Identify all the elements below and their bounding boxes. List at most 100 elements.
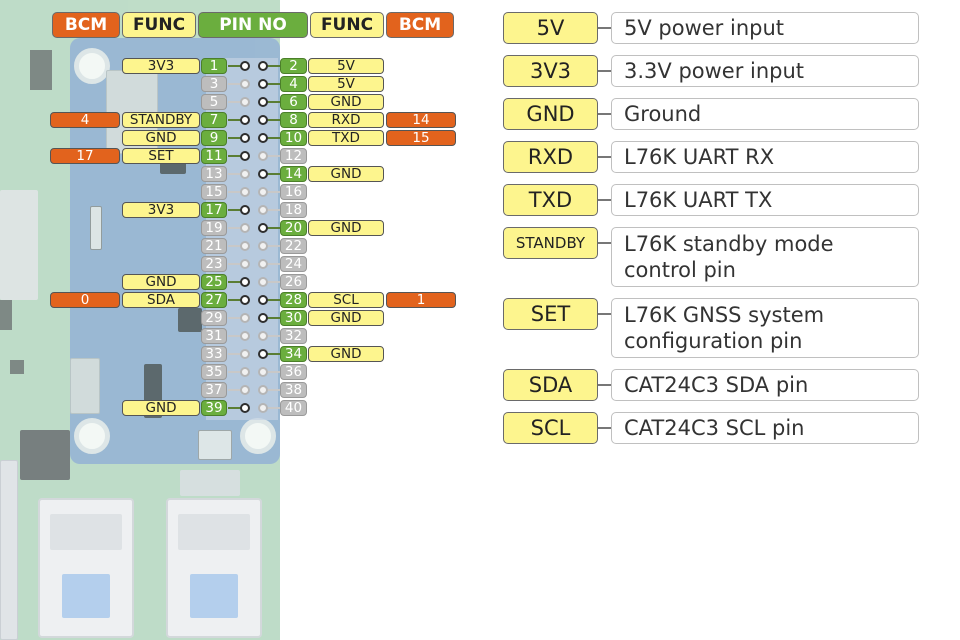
pin-lead-line [266,245,280,247]
bcm-label-left: 4 [50,112,120,128]
pin-lead-line [266,65,280,67]
pin-number-right: 14 [280,166,307,182]
func-label-left: 3V3 [122,202,200,218]
legend-connector [598,27,611,29]
header-pin-pad [240,169,250,179]
pin-number-right: 38 [280,382,307,398]
header-pin-pad [240,241,250,251]
header-func-left: FUNC [122,12,196,38]
pin-number-left: 11 [201,148,227,164]
header-pin-pad [258,133,268,143]
legend-key: SDA [503,369,598,401]
pin-number-left: 31 [201,328,227,344]
legend-description: L76K UART TX [611,184,919,216]
func-label-right: RXD [308,112,384,128]
header-func-right: FUNC [310,12,384,38]
pin-lead-line [228,173,242,175]
pin-number-left: 15 [201,184,227,200]
legend-description: Ground [611,98,919,130]
legend-description: CAT24C3 SCL pin [611,412,919,444]
header-pin-pad [240,385,250,395]
pin-number-right: 20 [280,220,307,236]
header-pin-pad [240,79,250,89]
pin-number-left: 33 [201,346,227,362]
func-label-right: GND [308,220,384,236]
legend-connector [598,70,611,72]
pin-lead-line [266,263,280,265]
bcm-label-left: 0 [50,292,120,308]
bcm-label-right: 14 [386,112,456,128]
pin-number-left: 13 [201,166,227,182]
pin-lead-line [266,119,280,121]
header-pin-pad [258,79,268,89]
header-pin-pad [258,313,268,323]
pin-lead-line [228,209,242,211]
header-pin-pad [240,331,250,341]
header-pin-pad [258,241,268,251]
legend-row: 3V3 3.3V power input [503,55,921,87]
bcm-label-left: 17 [50,148,120,164]
pin-number-left: 19 [201,220,227,236]
legend-key: STANDBY [503,227,598,259]
header-bcm-right: BCM [386,12,454,38]
legend-key: 3V3 [503,55,598,87]
legend-key: SET [503,298,598,330]
header-pin-pad [258,151,268,161]
pin-lead-line [266,155,280,157]
func-label-right: GND [308,94,384,110]
header-pin-pad [240,313,250,323]
func-label-right: 5V [308,76,384,92]
header-pin-pad [258,403,268,413]
pin-number-right: 28 [280,292,307,308]
pin-lead-line [266,317,280,319]
header-pin-pad [258,61,268,71]
header-pin-pad [240,277,250,287]
header-pin-pad [240,349,250,359]
func-label-right: GND [308,346,384,362]
pin-lead-line [266,227,280,229]
legend-description: CAT24C3 SDA pin [611,369,919,401]
legend-key: RXD [503,141,598,173]
pin-number-left: 25 [201,274,227,290]
pin-lead-line [228,191,242,193]
legend-description: 3.3V power input [611,55,919,87]
func-label-right: 5V [308,58,384,74]
pin-lead-line [228,335,242,337]
func-label-right: GND [308,310,384,326]
header-pin-pad [258,187,268,197]
pin-number-right: 30 [280,310,307,326]
pin-lead-line [266,371,280,373]
func-label-right: SCL [308,292,384,308]
pin-lead-line [228,371,242,373]
legend-row: TXD L76K UART TX [503,184,921,216]
pin-number-left: 1 [201,58,227,74]
pin-number-right: 18 [280,202,307,218]
pin-lead-line [266,173,280,175]
header-pin-pad [240,403,250,413]
pin-lead-line [266,83,280,85]
header-pin-pad [240,295,250,305]
pin-lead-line [228,137,242,139]
func-label-left: SET [122,148,200,164]
pin-number-left: 21 [201,238,227,254]
pin-lead-line [228,245,242,247]
legend-key: TXD [503,184,598,216]
legend-description: L76K GNSS system configuration pin [611,298,919,358]
pin-lead-line [228,299,242,301]
